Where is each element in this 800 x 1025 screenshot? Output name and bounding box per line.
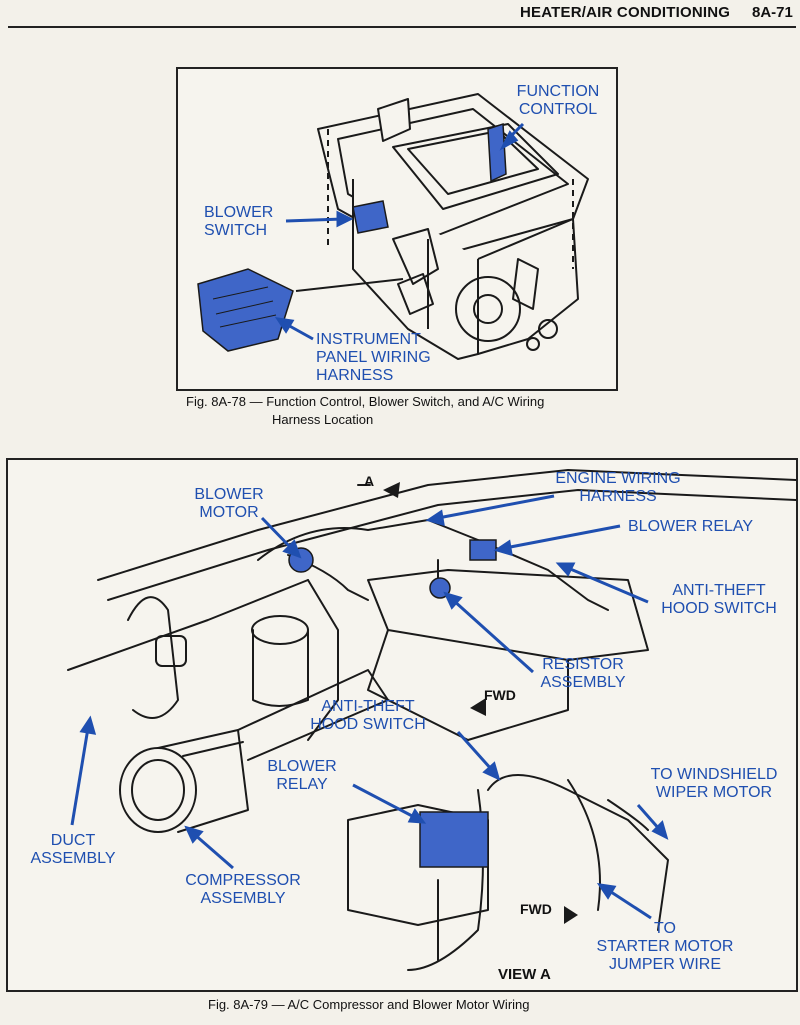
label-resistor-assembly: RESISTOR ASSEMBLY — [540, 656, 626, 691]
engine-compartment-illustration — [67, 469, 796, 971]
control-panel-illustration — [197, 93, 589, 360]
label-engine-wiring-harness: ENGINE WIRING HARNESS — [555, 470, 681, 505]
label-duct-assembly: DUCT ASSEMBLY — [30, 832, 116, 867]
label-blower-relay-view-a: BLOWER RELAY — [267, 758, 337, 793]
figure-78-caption: Fig. 8A-78 — Function Control, Blower Sw… — [186, 394, 545, 427]
harness-connector-part — [197, 268, 294, 352]
page-number: 8A-71 — [752, 4, 793, 21]
blower-switch-part — [352, 200, 389, 234]
figure-8a-79: BLOWER MOTOR ENGINE WIRING HARNESS BLOWE… — [6, 458, 798, 992]
header-rule — [8, 26, 796, 28]
marker-a: A — [364, 473, 375, 489]
blower-relay-part-view-a — [419, 811, 489, 868]
label-blower-relay-top: BLOWER RELAY — [628, 518, 754, 535]
label-to-starter-motor-jumper-wire: TO STARTER MOTOR JUMPER WIRE — [596, 920, 734, 973]
figure-8a-78: FUNCTION CONTROL BLOWER SWITCH INSTRUMEN… — [176, 67, 618, 391]
label-instrument-panel-harness: INSTRUMENT PANEL WIRING HARNESS — [316, 331, 431, 384]
label-blower-motor: BLOWER MOTOR — [194, 486, 264, 521]
label-anti-theft-hood-switch-top: ANTI-THEFT HOOD SWITCH — [661, 582, 777, 617]
fwd-label-lower: FWD — [520, 901, 552, 917]
label-function-control: FUNCTION CONTROL — [516, 83, 600, 118]
label-anti-theft-hood-switch-mid: ANTI-THEFT HOOD SWITCH — [310, 698, 426, 733]
label-to-windshield-wiper-motor: TO WINDSHIELD WIPER MOTOR — [650, 766, 778, 801]
figure-79-caption: Fig. 8A-79 — A/C Compressor and Blower M… — [208, 997, 530, 1012]
blower-relay-part-top — [469, 539, 497, 561]
label-blower-switch: BLOWER SWITCH — [204, 204, 274, 239]
page-header: HEATER/AIR CONDITIONING 8A-71 — [0, 0, 800, 32]
view-a-label: VIEW A — [498, 966, 551, 983]
fwd-label-upper: FWD — [484, 687, 516, 703]
function-control-lever — [487, 122, 507, 183]
label-compressor-assembly: COMPRESSOR ASSEMBLY — [185, 872, 301, 907]
section-title: HEATER/AIR CONDITIONING — [520, 4, 731, 21]
